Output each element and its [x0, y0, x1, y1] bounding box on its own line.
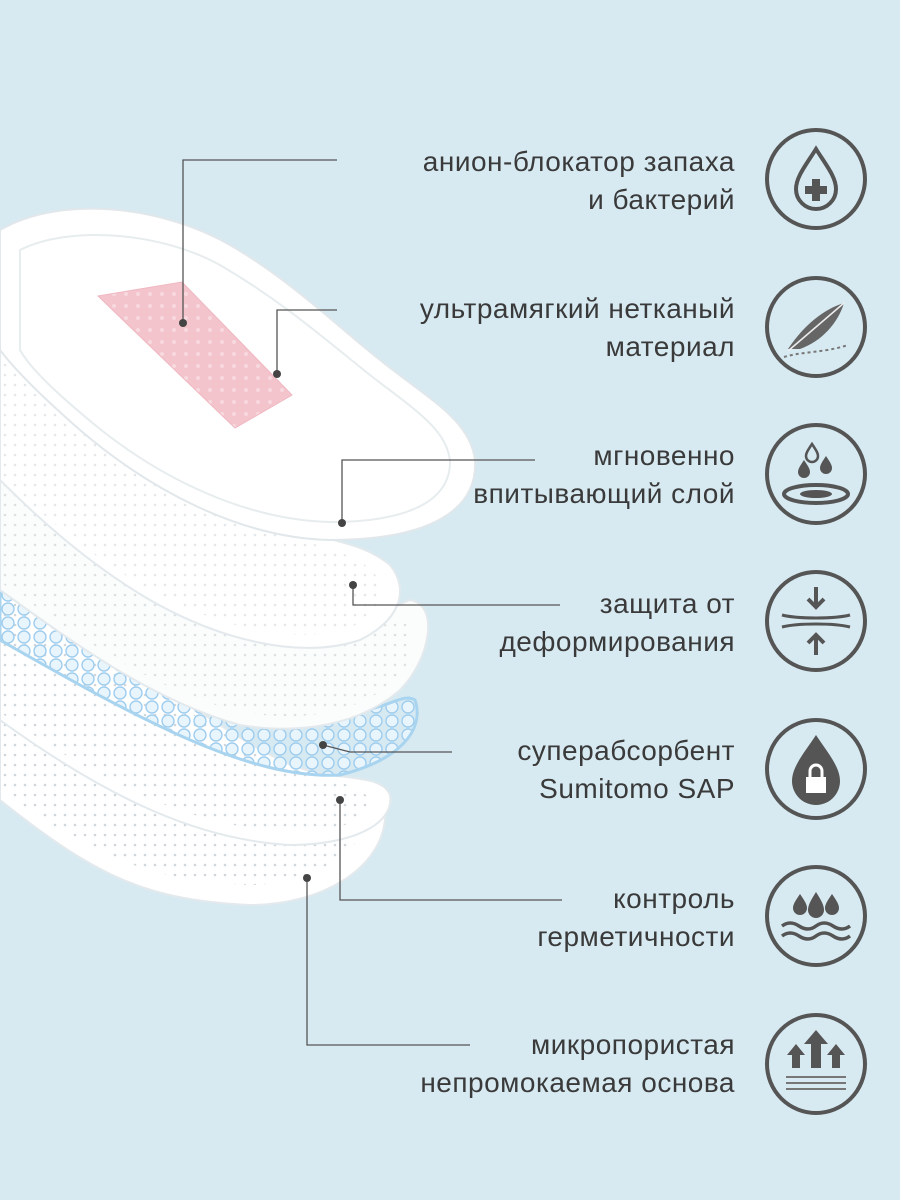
leader-lines [182, 159, 562, 1046]
drop-lock-icon [764, 717, 868, 821]
leader-dots [179, 319, 357, 882]
drop-plus-icon [764, 127, 868, 231]
absorbing-pad-icon [764, 422, 868, 526]
compression-arrows-icon [764, 569, 868, 673]
drops-waves-icon [764, 864, 868, 968]
anion-strip [96, 281, 293, 429]
breathable-base-icon [764, 1012, 868, 1116]
feather-icon [764, 275, 868, 379]
